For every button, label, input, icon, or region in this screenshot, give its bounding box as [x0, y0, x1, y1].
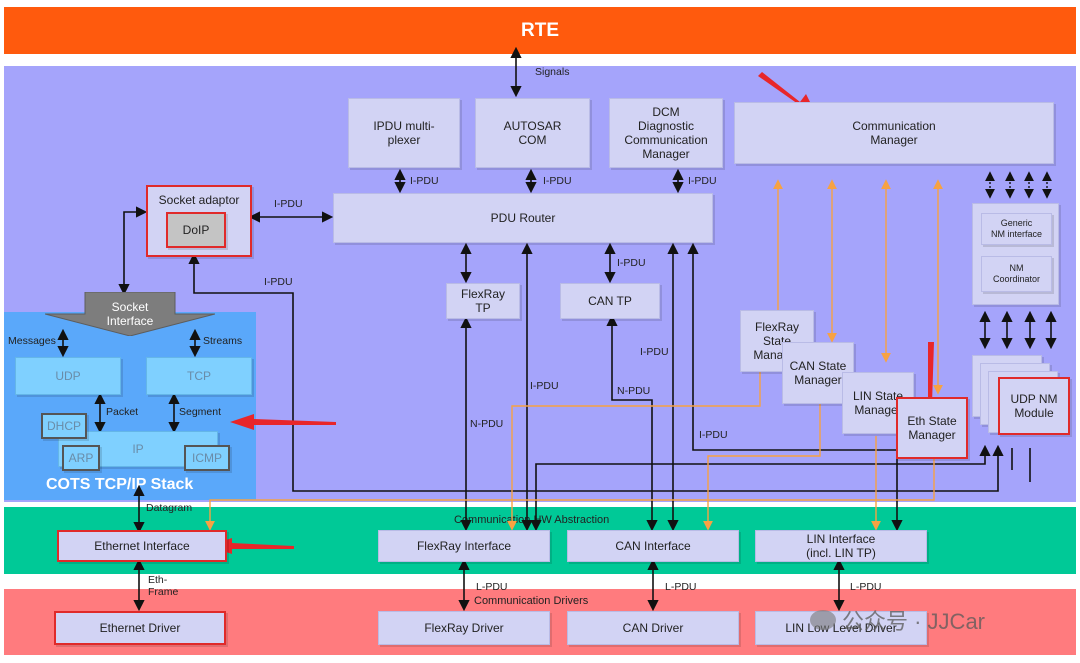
npdu-label-flexray: N-PDU — [470, 418, 504, 430]
ipdu-label-can: I-PDU — [530, 380, 559, 392]
ipdu-label-cantp: I-PDU — [617, 257, 646, 269]
socket-interface[interactable]: Socket Interface — [45, 292, 215, 336]
signals-label: Signals — [535, 66, 570, 78]
ipdu-label-lin: I-PDU — [699, 429, 728, 441]
datagram-label: Datagram — [146, 502, 193, 514]
rte-layer — [4, 7, 1076, 54]
flexray-driver[interactable]: FlexRay Driver — [378, 611, 550, 645]
lpdu-label-can: L-PDU — [665, 581, 697, 593]
ipdu-label-socket: I-PDU — [274, 198, 303, 210]
can-tp[interactable]: CAN TP — [560, 283, 660, 319]
socket-interface-label: Socket Interface — [106, 300, 154, 328]
arp-box[interactable]: ARP — [62, 445, 100, 471]
ipdu-label-mux: I-PDU — [410, 175, 439, 187]
npdu-label-can: N-PDU — [617, 385, 651, 397]
tcp-box[interactable]: TCP — [146, 357, 252, 395]
communication-manager[interactable]: Communication Manager — [734, 102, 1054, 164]
ipdu-label-mid: I-PDU — [640, 346, 669, 358]
socket-interface-shape — [45, 292, 215, 336]
flexray-interface[interactable]: FlexRay Interface — [378, 530, 550, 562]
can-driver[interactable]: CAN Driver — [567, 611, 739, 645]
udp-box[interactable]: UDP — [15, 357, 121, 395]
udp-nm-module[interactable]: UDP NM Module — [998, 377, 1070, 435]
nm-coordinator[interactable]: NM Coordinator — [981, 256, 1052, 292]
eth-state-manager[interactable]: Eth State Manager — [896, 397, 968, 459]
streams-label: Streams — [203, 335, 243, 347]
ipdu-label-dcm: I-PDU — [688, 175, 717, 187]
lpdu-label-flexray: L-PDU — [476, 581, 508, 593]
segment-label: Segment — [179, 406, 222, 418]
ipdu-label-com: I-PDU — [543, 175, 572, 187]
socket-adaptor-label: Socket adaptor — [158, 193, 240, 207]
autosar-com[interactable]: AUTOSAR COM — [475, 98, 590, 168]
ethernet-driver[interactable]: Ethernet Driver — [54, 611, 226, 645]
watermark: 公众号 · JJCar — [810, 604, 985, 636]
flexray-tp[interactable]: FlexRay TP — [446, 283, 520, 319]
packet-label: Packet — [106, 406, 139, 418]
wechat-icon — [810, 610, 836, 630]
rte-title: RTE — [521, 20, 559, 41]
pdu-router[interactable]: PDU Router — [333, 193, 713, 243]
dcm-module[interactable]: DCM Diagnostic Communication Manager — [609, 98, 723, 168]
lpdu-label-lin: L-PDU — [850, 581, 882, 593]
doip-module[interactable]: DoIP — [166, 212, 226, 248]
ethernet-interface[interactable]: Ethernet Interface — [57, 530, 227, 562]
ipdu-multiplexer[interactable]: IPDU multi- plexer — [348, 98, 460, 168]
tcpip-stack-title: COTS TCP/IP Stack — [46, 476, 194, 493]
drivers-title: Communication Drivers — [474, 595, 589, 607]
eth-frame-label: Eth- Frame — [148, 574, 179, 598]
dhcp-box[interactable]: DHCP — [41, 413, 87, 439]
generic-nm-interface[interactable]: Generic NM interface — [981, 213, 1052, 245]
messages-label: Messages — [8, 335, 56, 347]
icmp-box[interactable]: ICMP — [184, 445, 230, 471]
can-interface[interactable]: CAN Interface — [567, 530, 739, 562]
watermark-text: 公众号 · JJCar — [842, 609, 986, 634]
lin-interface[interactable]: LIN Interface (incl. LIN TP) — [755, 530, 927, 562]
ipdu-label-long: I-PDU — [264, 276, 293, 288]
